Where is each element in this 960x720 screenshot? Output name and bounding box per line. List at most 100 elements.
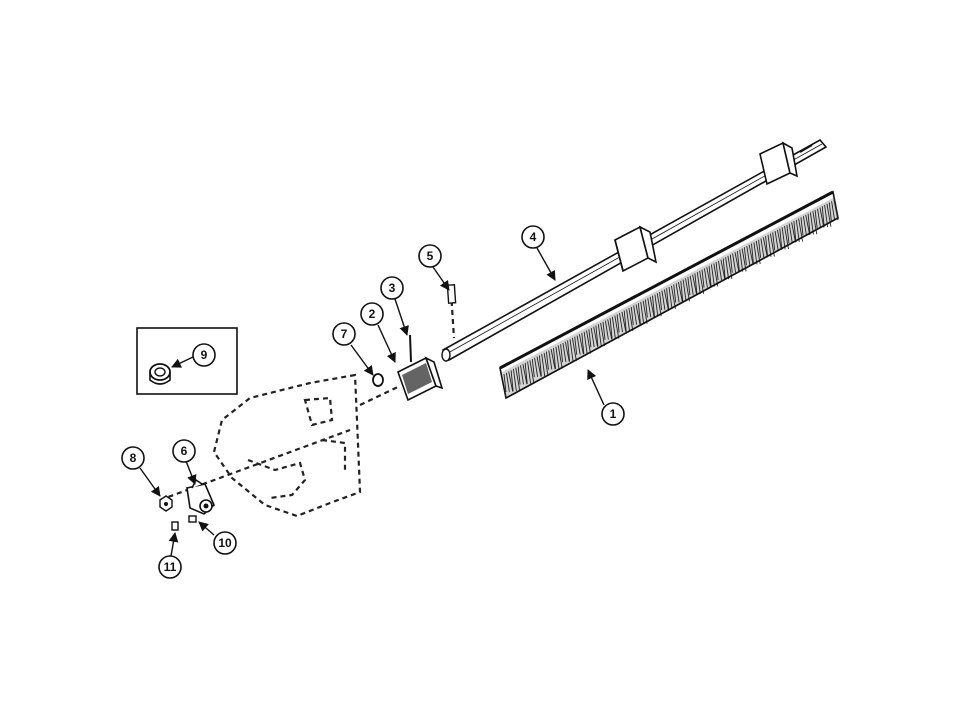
bristle <box>569 339 574 362</box>
callout-11: 11 <box>158 555 182 579</box>
plug-part <box>149 363 171 385</box>
pivot-bracket <box>186 478 215 515</box>
bristle <box>515 367 521 391</box>
bristle <box>586 330 591 354</box>
inset-box <box>136 327 238 395</box>
bristle <box>623 310 627 332</box>
bristle <box>748 244 754 265</box>
bristle <box>680 280 684 302</box>
bristle <box>593 326 599 347</box>
callout-label-3: 3 <box>389 281 396 295</box>
bristle <box>814 209 818 228</box>
bristle <box>706 267 712 288</box>
small-screw-10 <box>188 515 197 523</box>
bristle <box>567 340 571 362</box>
bristle <box>656 293 662 317</box>
bristle <box>602 321 606 340</box>
bristle <box>583 331 588 354</box>
bristle <box>614 315 620 339</box>
bristle <box>819 207 825 228</box>
bristle <box>677 281 683 303</box>
bristle <box>510 370 514 392</box>
bristle <box>652 295 655 317</box>
bristle <box>531 359 535 378</box>
bristle <box>621 311 627 332</box>
bristle <box>802 216 807 236</box>
bristle <box>817 208 821 228</box>
bristle <box>626 309 631 332</box>
small-screw-11 <box>171 521 179 531</box>
bristle <box>833 199 839 221</box>
bristle <box>718 260 722 280</box>
bristle <box>699 270 705 294</box>
bristle <box>529 360 535 384</box>
shaft <box>441 138 828 362</box>
bristle <box>831 201 836 221</box>
bristle <box>689 275 694 295</box>
bristle <box>746 245 751 266</box>
callout-label-11: 11 <box>164 560 177 574</box>
bristle <box>600 322 606 347</box>
bristle <box>576 335 581 355</box>
bristle <box>673 284 677 303</box>
bristle <box>663 289 669 310</box>
bristle <box>574 336 578 355</box>
bristle <box>791 222 797 243</box>
bristle <box>720 259 726 280</box>
bristle <box>536 356 542 377</box>
callout-label-4: 4 <box>530 230 537 244</box>
bristle <box>685 278 690 302</box>
bristle <box>508 371 514 392</box>
bristle <box>659 291 663 311</box>
callout-label-2: 2 <box>369 307 376 321</box>
bristle <box>619 313 623 333</box>
bristle <box>543 352 549 376</box>
bristle <box>795 219 800 242</box>
bristle <box>821 206 825 228</box>
bristle <box>522 364 528 385</box>
washer <box>372 373 384 387</box>
bristle <box>597 324 602 347</box>
callout-label-8: 8 <box>130 451 137 465</box>
bristle <box>553 347 556 369</box>
bristle <box>701 269 705 288</box>
bristle <box>630 306 634 325</box>
bristle <box>694 273 698 295</box>
screw <box>446 283 457 339</box>
bristle <box>517 366 521 385</box>
callout-label-9: 9 <box>201 348 208 362</box>
bristle <box>786 224 790 243</box>
bristle <box>734 252 740 273</box>
bristle <box>675 283 680 303</box>
bristle <box>637 303 641 325</box>
bristle <box>644 299 648 318</box>
bristle <box>758 239 762 258</box>
nut <box>159 495 173 512</box>
bristle <box>727 255 733 279</box>
callout-label-10: 10 <box>218 536 232 550</box>
bristle <box>550 349 556 370</box>
callout-9: 9 <box>192 343 216 367</box>
side-plate-outline <box>212 373 362 518</box>
bristle <box>739 249 744 272</box>
shaft-bracket-middle <box>614 225 658 273</box>
bristle <box>772 232 776 251</box>
bristle <box>520 365 524 385</box>
bristle <box>710 264 715 287</box>
bristle <box>581 332 585 355</box>
bristle <box>512 368 517 392</box>
bristle <box>788 223 793 243</box>
bristle <box>562 342 567 362</box>
bristle <box>505 372 510 392</box>
bristle <box>809 212 814 235</box>
bristle <box>765 235 769 258</box>
bristle <box>545 351 549 370</box>
bristle <box>538 355 542 377</box>
callout-8: 8 <box>121 446 145 470</box>
callout-1: 1 <box>601 402 625 426</box>
bristle <box>654 294 659 317</box>
callout-7: 7 <box>332 322 356 346</box>
bristle <box>800 217 804 236</box>
bristle <box>767 234 772 257</box>
shaft-bracket-end <box>759 141 799 186</box>
